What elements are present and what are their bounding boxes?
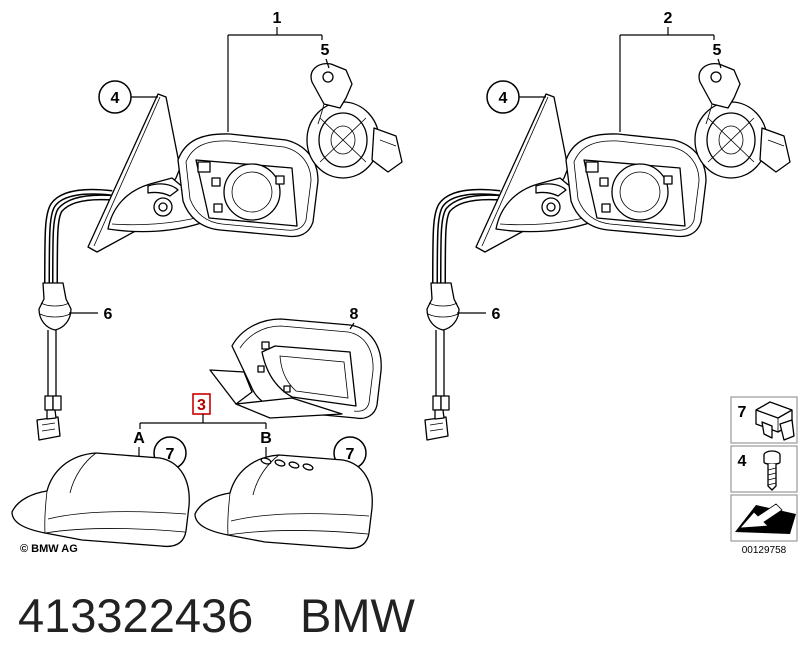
callout-3[interactable]: 3 (197, 397, 206, 414)
copyright-text: © BMW AG (20, 543, 78, 555)
legend-label-4: 4 (738, 453, 747, 470)
callout-8[interactable]: 8 (350, 306, 359, 323)
legend: 7 4 (730, 396, 798, 542)
callout-line-5-left (325, 58, 330, 69)
callout-5-right[interactable]: 5 (713, 42, 722, 59)
callout-6-right[interactable]: 6 (492, 306, 501, 323)
callout-line-1 (227, 27, 323, 132)
clip-icon (755, 401, 795, 441)
callout-5-left[interactable]: 5 (321, 42, 330, 59)
housing-frame-part-8 (209, 318, 382, 420)
callout-2[interactable]: 2 (664, 10, 673, 27)
callout-1[interactable]: 1 (273, 10, 282, 27)
legend-label-7: 7 (738, 404, 747, 421)
callout-4-right[interactable]: 4 (499, 90, 508, 107)
bolt-icon (763, 450, 781, 491)
mirror-cover-a (11, 452, 190, 548)
callout-line-5-right (717, 58, 722, 69)
mirror-assembly-right-drawing (425, 64, 790, 440)
diagram-code: 00129758 (742, 545, 787, 556)
callout-line-8 (349, 322, 355, 330)
part-number: 413322436 (18, 589, 253, 642)
mirror-assembly-right (425, 64, 790, 440)
arrow-icon (735, 503, 796, 534)
callout-line-2 (619, 27, 715, 132)
mirror-cover-b (194, 454, 373, 550)
callout-3-highlight[interactable] (192, 393, 211, 415)
callout-4-left[interactable]: 4 (111, 90, 120, 107)
callout-line-3 (139, 414, 267, 429)
brand-name: BMW (300, 589, 416, 642)
callout-7-b[interactable]: 7 (346, 446, 355, 463)
callout-7-a[interactable]: 7 (166, 446, 175, 463)
callout-6-left[interactable]: 6 (104, 306, 113, 323)
variant-b-label[interactable]: B (260, 430, 272, 447)
variant-a-label[interactable]: A (133, 430, 145, 447)
